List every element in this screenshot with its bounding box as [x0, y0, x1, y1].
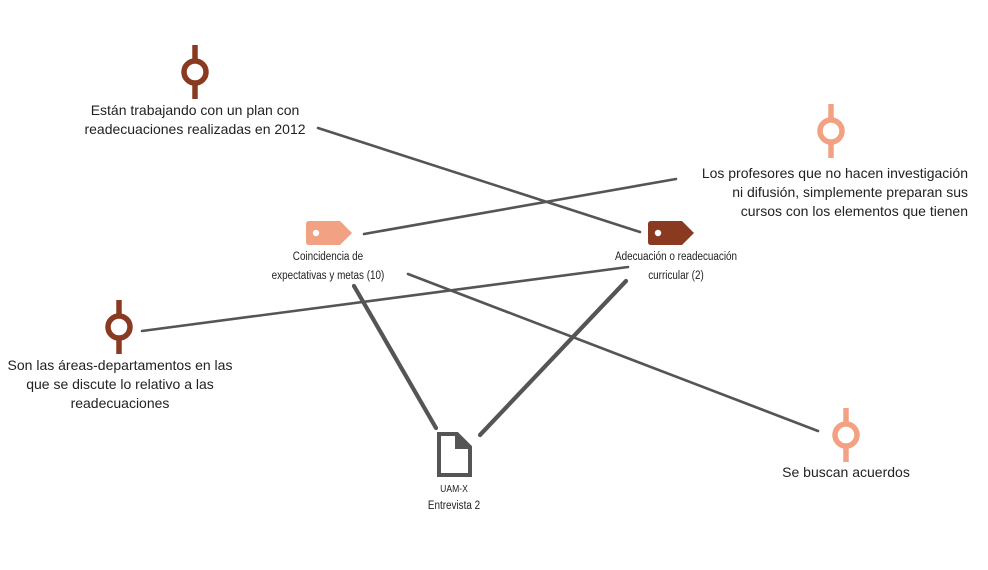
code-adecuacion-line: curricular (2) — [648, 270, 704, 282]
edge-coincidencia-to-document — [351, 283, 439, 431]
code-adecuacion-tag-icon[interactable] — [648, 221, 694, 245]
quote-areas-line: Son las áreas-departamentos en las — [7, 357, 233, 373]
quote-acuerdos-line: Se buscan acuerdos — [782, 464, 910, 480]
code-coincidencia-label[interactable]: Coincidencia de expectativas y metas (10… — [255, 248, 401, 286]
edge-adecuacion-to-document — [477, 278, 629, 438]
quote-node-profesores-icon[interactable] — [817, 104, 845, 158]
edges — [140, 126, 820, 438]
code-adecuacion-line: Adecuación o readecuación — [614, 251, 738, 263]
quote-areas-line: readecuaciones — [70, 395, 170, 411]
quote-plan-2012-line: readecuaciones realizadas en 2012 — [84, 121, 306, 137]
code-coincidencia-line: Coincidencia de — [292, 251, 364, 263]
quote-areas-line: que se discute lo relativo a las — [26, 376, 214, 392]
quote-acuerdos-label[interactable]: Se buscan acuerdos — [766, 463, 926, 482]
quote-plan-2012-line: Están trabajando con un plan con — [90, 102, 300, 118]
edge-coincidencia-to-acuerdos — [406, 272, 820, 433]
quote-plan-2012-label[interactable]: Están trabajando con un plan con readecu… — [64, 101, 326, 139]
quote-profesores-line: cursos con los elementos que tienen — [740, 203, 968, 219]
document-line: UAM-X — [440, 484, 468, 495]
quote-profesores-line: Los profesores que no hacen investigació… — [701, 165, 968, 181]
quote-profesores-line: ni difusión, simplemente preparan sus — [732, 184, 968, 200]
quote-areas-label[interactable]: Son las áreas-departamentos en las que s… — [0, 356, 240, 413]
quote-node-acuerdos-icon[interactable] — [832, 408, 860, 462]
document-label[interactable]: UAM-X Entrevista 2 — [402, 481, 505, 515]
quote-profesores-label[interactable]: Los profesores que no hacen investigació… — [672, 164, 968, 221]
edge-profesores-to-coincidencia — [362, 177, 678, 236]
code-coincidencia-tag-icon[interactable] — [306, 221, 352, 245]
edge-adecuacion-to-areas — [140, 265, 630, 333]
code-coincidencia-line: expectativas y metas (10) — [271, 270, 385, 282]
quote-node-areas-icon[interactable] — [105, 300, 133, 354]
edge-plan-to-adecuacion — [316, 126, 642, 234]
code-adecuacion-label[interactable]: Adecuación o readecuación curricular (2) — [603, 248, 749, 286]
quote-node-plan-2012-icon[interactable] — [181, 45, 209, 99]
document-icon[interactable] — [437, 432, 472, 477]
document-line: Entrevista 2 — [427, 500, 481, 512]
